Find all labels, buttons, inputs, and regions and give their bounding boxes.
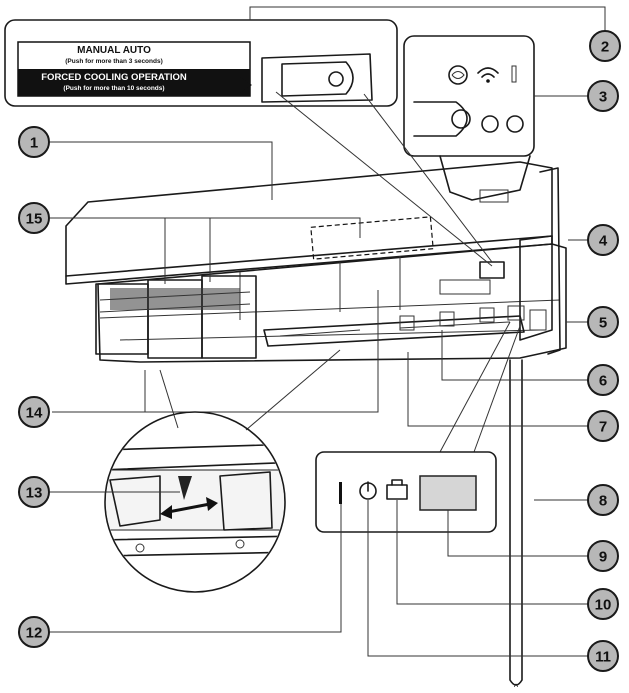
- manual-button-hole: [328, 71, 344, 87]
- display-window: [419, 475, 477, 511]
- svg-text:10: 10: [595, 597, 612, 614]
- air-filters: [95, 275, 257, 359]
- callout-11: 11: [587, 640, 619, 672]
- double-arrow-icon: [160, 497, 218, 519]
- wifi-button: [413, 101, 468, 137]
- callout-5: 5: [587, 306, 619, 338]
- manual-button-inset: MANUAL AUTO (Push for more than 3 second…: [4, 19, 398, 107]
- forced-cooling-band: [18, 69, 250, 96]
- svg-text:9: 9: [599, 549, 607, 566]
- front-panel: [65, 161, 553, 277]
- wifi-icon: [477, 67, 499, 83]
- forced-cooling-note: (Push for more than 10 seconds): [63, 85, 164, 92]
- manual-button: [281, 61, 354, 97]
- callout-6: 6: [587, 364, 619, 396]
- manual-auto-title: MANUAL AUTO: [77, 45, 151, 56]
- suitcase-icon: [386, 479, 408, 500]
- svg-text:5: 5: [599, 315, 607, 332]
- manual-auto-note: (Push for more than 3 seconds): [65, 58, 163, 65]
- svg-text:^: ^: [514, 682, 519, 692]
- svg-text:3: 3: [599, 89, 607, 106]
- callout-1: 1: [18, 126, 50, 158]
- round-button-left: [481, 115, 499, 133]
- indicator-lamp: [339, 482, 342, 504]
- callout-8: 8: [587, 484, 619, 516]
- zoom-detail: [50, 349, 341, 593]
- svg-text:13: 13: [26, 485, 43, 502]
- manual-button-housing: [261, 53, 373, 103]
- callout-12: 12: [18, 616, 50, 648]
- svg-text:4: 4: [599, 233, 608, 250]
- svg-text:2: 2: [601, 39, 609, 56]
- louvers: [263, 307, 525, 347]
- callout-7: 7: [587, 410, 619, 442]
- callout-4: 4: [587, 224, 619, 256]
- fan-cloud-icon: [448, 65, 468, 85]
- callout-2: 2: [589, 30, 621, 62]
- svg-text:14: 14: [26, 405, 43, 422]
- callout-3: 3: [587, 80, 619, 112]
- air-filter-outline: [310, 216, 434, 260]
- forced-cooling-title: FORCED COOLING OPERATION: [41, 72, 187, 83]
- callout-13: 13: [18, 476, 50, 508]
- svg-text:8: 8: [599, 493, 607, 510]
- indoor-unit: ^: [65, 161, 567, 692]
- svg-text:11: 11: [595, 649, 611, 666]
- round-button-right: [506, 115, 524, 133]
- callout-9: 9: [587, 540, 619, 572]
- svg-text:15: 15: [26, 211, 43, 228]
- svg-text:1: 1: [30, 135, 38, 152]
- svg-text:7: 7: [599, 419, 607, 436]
- display-panel-inset: [50, 321, 588, 657]
- power-timer-icon: [359, 481, 377, 500]
- callout-10: 10: [587, 588, 619, 620]
- callout-14: 14: [18, 396, 50, 428]
- indicator-slot: [511, 65, 517, 83]
- svg-text:12: 12: [26, 625, 43, 642]
- svg-text:6: 6: [599, 373, 607, 390]
- arrow-right-icon: [218, 76, 252, 94]
- control-panel-inset: [403, 35, 588, 203]
- callout-15: 15: [18, 202, 50, 234]
